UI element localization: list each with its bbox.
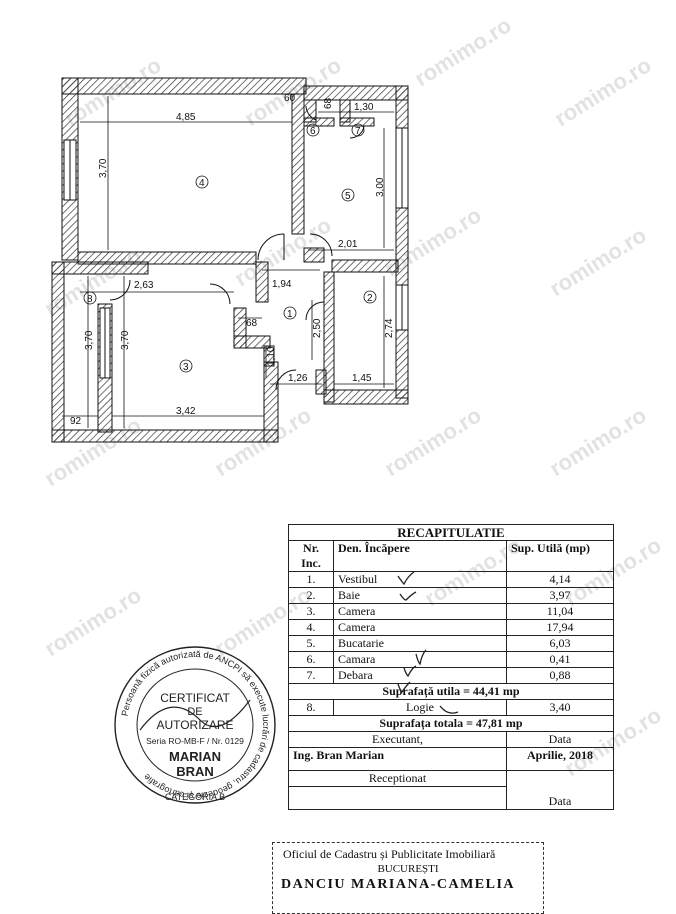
dim-label: 1,30	[354, 102, 374, 113]
windows	[63, 127, 409, 379]
stamp-category: CATEGORIA B	[165, 792, 225, 802]
dim-label: 2,01	[338, 239, 358, 250]
office-stamp: Oficiul de Cadastru și Publicitate Imobi…	[272, 842, 544, 914]
stamp-name-1: MARIAN	[169, 749, 221, 764]
stamp-line-1: CERTIFICAT	[160, 691, 230, 705]
dim-label: 3,00	[375, 177, 386, 197]
dim-label: 68	[246, 318, 258, 329]
room-number: 4	[199, 178, 205, 189]
room-number: 8	[87, 294, 93, 305]
useful-area-total: Suprafață utila = 44,41 mp	[288, 683, 614, 700]
dim-label: 3,70	[98, 158, 109, 178]
dim-label: 68	[323, 97, 334, 109]
recap-table: RECAPITULATIE Nr.Inc. Den. Încăpere Sup.…	[288, 524, 614, 810]
dim-label: 92	[70, 416, 82, 427]
room-numbers	[83, 123, 377, 373]
dim-label: 1,45	[352, 373, 372, 384]
room-number: 1	[287, 309, 293, 320]
stamp-line-2: DE	[187, 706, 202, 718]
executant-date: Aprilie, 2018	[506, 747, 614, 771]
dim-label: 1,94	[272, 279, 292, 290]
dim-label: 2,63	[134, 280, 154, 291]
dim-label: 4,85	[176, 112, 196, 123]
receptionat-value	[288, 786, 507, 810]
dim-label: 3,70	[120, 330, 131, 350]
room-number: 3	[183, 362, 189, 373]
receptionat-label: Receptionat	[288, 770, 507, 787]
dim-label: 2,50	[312, 318, 323, 338]
room-labels: 4 5 3 1 2 6 7 8	[87, 126, 373, 373]
office-line-1: Oficiul de Cadastru și Publicitate Imobi…	[283, 847, 496, 861]
table-row: 8. Logie 3,40	[288, 699, 614, 716]
date-label: Data	[506, 731, 614, 748]
stamp-name-2: BRAN	[176, 764, 214, 779]
dim-label: 3,42	[176, 406, 196, 417]
dim-label: 3,70	[84, 330, 95, 350]
stamp-line-3: AUTORIZARE	[156, 718, 233, 732]
dim-label: 2,74	[384, 318, 395, 338]
signature	[139, 699, 251, 731]
header-sup: Sup. Utilă (mp)	[506, 540, 614, 572]
stamp-series: Seria RO-MB-F / Nr. 0129	[146, 736, 244, 746]
executant-label: Executant,	[288, 731, 507, 748]
office-line-2: BUCUREȘTI	[377, 863, 439, 875]
handwritten-checkmarks	[397, 571, 459, 714]
authorization-stamp: Persoană fizică autorizată de ANCPI să e…	[114, 646, 276, 804]
header-nr: Nr.Inc.	[288, 540, 334, 572]
date-label-2: Data	[506, 770, 614, 810]
dim-label: 60	[284, 93, 296, 104]
header-den: Den. Încăpere	[333, 540, 507, 572]
room-number: 2	[367, 293, 373, 304]
room-number: 6	[310, 126, 316, 137]
room-number: 7	[355, 126, 361, 137]
dimension-lines	[62, 96, 394, 428]
office-line-3: DANCIU MARIANA-CAMELIA	[281, 877, 516, 892]
total-area: Suprafața totala = 47,81 mp	[288, 715, 614, 732]
dim-label: 1,10	[266, 346, 277, 366]
dim-label: 1,26	[288, 373, 308, 384]
floor-plan: 4,85 3,70 60 1,30 68 3,00 2,01 1,94 2,63…	[51, 77, 409, 443]
executant-name: Ing. Bran Marian	[288, 747, 507, 771]
room-number: 5	[345, 191, 351, 202]
dimension-labels: 4,85 3,70 60 1,30 68 3,00 2,01 1,94 2,63…	[70, 93, 395, 427]
table-title: RECAPITULATIE	[288, 524, 614, 541]
